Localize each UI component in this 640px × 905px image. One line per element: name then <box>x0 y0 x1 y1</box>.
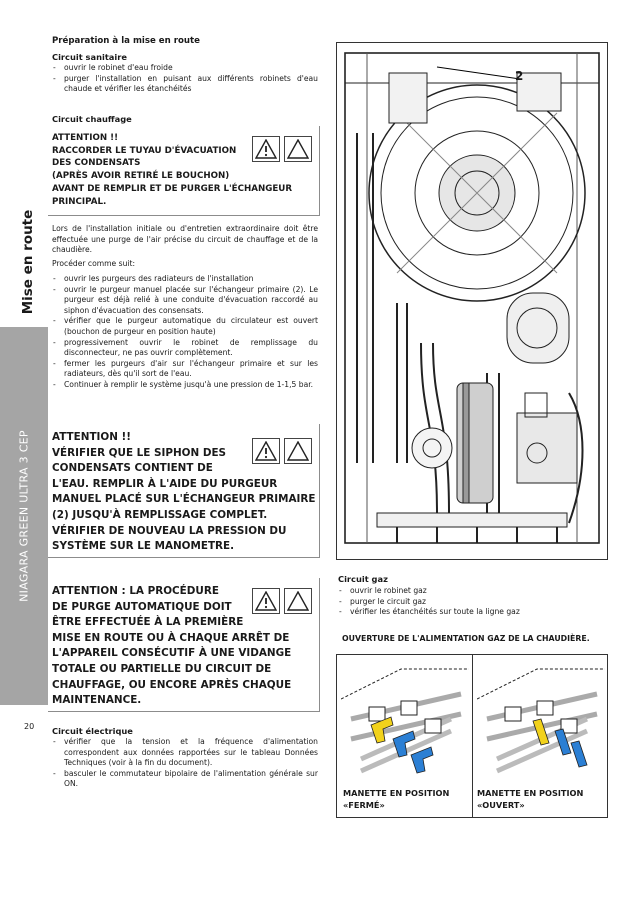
list-item: vérifier que la tension et la fréquence … <box>52 737 318 769</box>
list-item: fermer les purgeurs d'air sur l'échangeu… <box>52 359 318 380</box>
hazard-triangle-icon <box>284 438 312 464</box>
sanitary-list: ouvrir le robinet d'eau froide purger l'… <box>52 63 318 95</box>
warning-triangle-icon <box>252 136 280 162</box>
gas-title: Circuit gaz <box>338 574 388 584</box>
list-item: purger l'installation en puisant aux dif… <box>52 74 318 95</box>
gas-figure-title: OUVERTURE DE L'ALIMENTATION GAZ DE LA CH… <box>342 634 590 643</box>
warning-triangle-icon <box>252 438 280 464</box>
warning-box-condensate: ATTENTION !! RACCORDER LE TUYAU D'ÉVACUA… <box>48 126 320 216</box>
list-item: ouvrir le purgeur manuel placée sur l'éc… <box>52 285 318 317</box>
warning-text: ATTENTION : LA PROCÉDURE DE PURGE AUTOMA… <box>52 585 292 707</box>
list-item: ouvrir le robinet gaz <box>338 586 608 597</box>
sanitary-title: Circuit sanitaire <box>52 52 127 62</box>
page-number: 20 <box>24 722 35 731</box>
valve-open-illustration <box>477 668 605 774</box>
closed-caption: MANETTE EN POSITION «FERMÉ» <box>343 788 450 810</box>
callout-2: 2 <box>515 69 524 83</box>
list-item: ouvrir les purgeurs des radiateurs de l'… <box>52 274 318 285</box>
section-title: Mise en route <box>20 209 36 315</box>
valve-closed-illustration <box>341 668 469 774</box>
warning-triangle-icon <box>252 588 280 614</box>
electric-list: vérifier que la tension et la fréquence … <box>52 737 318 790</box>
list-item: purger le circuit gaz <box>338 597 608 608</box>
boiler-figure: 2 <box>336 42 608 560</box>
heating-title: Circuit chauffage <box>52 114 132 124</box>
hazard-triangle-icon <box>284 588 312 614</box>
list-item: Continuer à remplir le système jusqu'à u… <box>52 380 318 391</box>
list-item: progressivement ouvrir le robinet de rem… <box>52 338 318 359</box>
warning-box-purge: ATTENTION : LA PROCÉDURE DE PURGE AUTOMA… <box>48 578 320 712</box>
warning-box-siphon: ATTENTION !! VÉRIFIER QUE LE SIPHON DES … <box>48 424 320 558</box>
list-item: vérifier que le purgeur automatique du c… <box>52 316 318 337</box>
electric-title: Circuit électrique <box>52 726 133 736</box>
list-item: basculer le commutateur bipolaire de l'a… <box>52 769 318 790</box>
list-item: vérifier les étanchéités sur toute la li… <box>338 607 608 618</box>
heating-steps: ouvrir les purgeurs des radiateurs de l'… <box>52 274 318 391</box>
hazard-triangle-icon <box>284 136 312 162</box>
gas-list: ouvrir le robinet gaz purger le circuit … <box>338 586 608 618</box>
list-item: ouvrir le robinet d'eau froide <box>52 63 318 74</box>
boiler-illustration <box>344 52 600 544</box>
open-caption: MANETTE EN POSITION «OUVERT» <box>477 788 584 810</box>
warning-text: ATTENTION !! VÉRIFIER QUE LE SIPHON DES … <box>52 431 316 553</box>
heating-intro: Lors de l'installation initiale ou d'ent… <box>52 224 318 255</box>
preparation-title: Préparation à la mise en route <box>52 36 200 46</box>
gas-valve-figure: MANETTE EN POSITION «FERMÉ» MANETTE EN P… <box>336 654 608 818</box>
procedure-label: Procéder comme suit: <box>52 259 136 268</box>
warning-text: ATTENTION !! RACCORDER LE TUYAU D'ÉVACUA… <box>52 133 293 207</box>
product-band: NIAGARA GREEN ULTRA 3 CEP <box>0 327 48 705</box>
